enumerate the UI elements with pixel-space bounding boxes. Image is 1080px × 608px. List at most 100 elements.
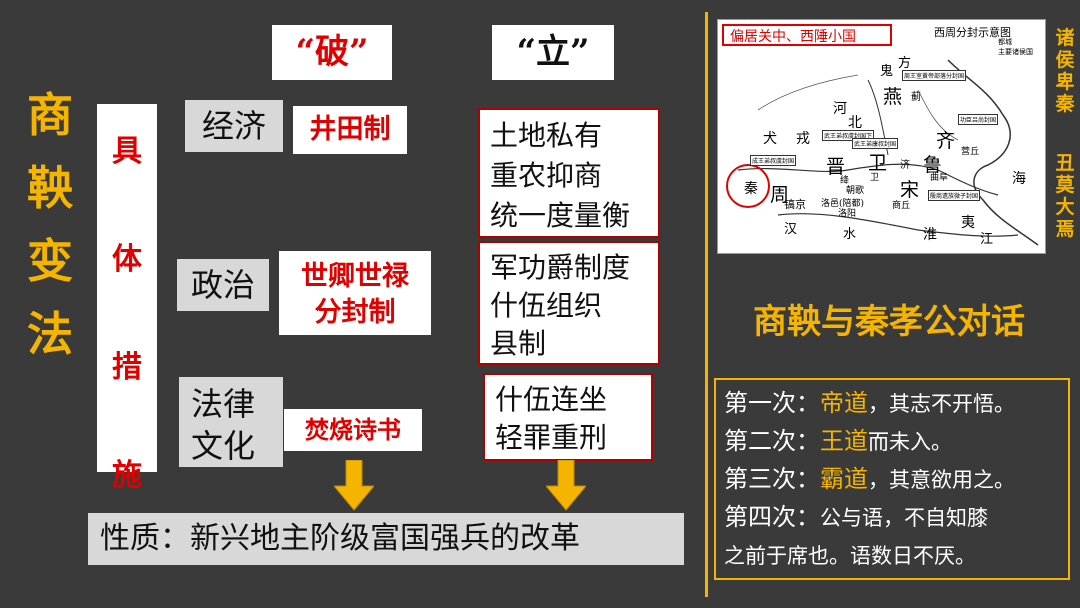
- map-note: 成王弟叔虞封国: [750, 155, 797, 166]
- map-label: 汉: [784, 222, 798, 237]
- dialogue-line: 第四次：公与语，不自知膝: [724, 498, 1068, 536]
- li-economy-line: 土地私有: [490, 119, 603, 152]
- map-label: 绛: [840, 176, 850, 186]
- dialogue-box: 第一次：帝道，其志不开悟。 第二次：王道而未入。 第三次：霸道，其意欲用之。 第…: [714, 378, 1070, 580]
- measure-char: 具: [112, 134, 142, 169]
- dialogue-prefix: 第一次：: [724, 389, 820, 417]
- dialogue-line: 第二次：王道而未入。: [724, 422, 1068, 460]
- side-vertical-1: 诸 侯 卑 秦: [1053, 27, 1077, 115]
- dialogue-line: 之前于席也。语数日不厌。: [724, 536, 1068, 574]
- li-politics-line: 军功爵制度: [490, 251, 631, 284]
- li-politics-box: 军功爵制度 什伍组织 县制: [478, 241, 660, 365]
- map-note: 武王弟叔虞封国下: [822, 130, 875, 141]
- specific-measures-box: 具 体 措 施: [97, 104, 157, 493]
- map-label: 蓟: [911, 92, 921, 103]
- title-char: 鞅: [27, 161, 73, 215]
- map-image: 偏居关中、西陲小国 西周分封示意图 都城 主要诸侯国 鬼 方 燕 蓟 河 北 戎…: [717, 19, 1046, 254]
- measure-char: 体: [112, 242, 142, 277]
- li-law-line: 轻罪重刑: [495, 421, 608, 454]
- map-label: 齐: [936, 130, 956, 152]
- map-note: 功臣吕尚封国: [958, 114, 999, 125]
- po-economy: 井田制: [293, 106, 407, 154]
- dialogue-title: 商鞅与秦孝公对话: [753, 302, 1025, 342]
- map-label: 商丘: [892, 201, 911, 211]
- map-label: 淮: [923, 227, 937, 243]
- map-note: 武王弟康叔封国: [852, 138, 899, 149]
- map-label: 晋: [826, 156, 846, 178]
- side-char: 莫: [1055, 174, 1075, 196]
- side-char: 秦: [1055, 93, 1075, 115]
- measure-char: 施: [112, 458, 142, 493]
- arrow-down-icon: [334, 460, 374, 511]
- li-economy-line: 重农抑商: [490, 159, 603, 192]
- map-caption: 偏居关中、西陲小国: [722, 24, 892, 46]
- po-law-culture: 焚烧诗书: [284, 409, 422, 451]
- map-title: 西周分封示意图: [934, 26, 1011, 39]
- map-label: 戎: [796, 131, 810, 147]
- dialogue-rest: 而未入。: [868, 430, 952, 454]
- dialogue-rest: ，其志不开悟。: [868, 392, 1015, 416]
- map-label: 鬼: [880, 64, 894, 79]
- header-po: “破”: [272, 25, 392, 80]
- category-economy: 经济: [185, 100, 283, 152]
- map-label: 夷: [961, 215, 975, 231]
- map-label: 曲阜: [930, 173, 949, 183]
- map-label: 海: [1012, 171, 1026, 187]
- legend-state: 主要诸侯国: [998, 48, 1033, 56]
- side-char: 大: [1055, 196, 1075, 218]
- map-label: 河: [833, 101, 847, 117]
- map-label: 鲁: [923, 154, 943, 176]
- map-label: 朝歌: [846, 186, 865, 196]
- arrow-down-icon: [546, 460, 586, 511]
- li-economy-box: 土地私有 重农抑商 统一度量衡: [478, 108, 660, 238]
- category-culture: 文化: [191, 427, 256, 465]
- map-note: 殷商遗族微子封国: [928, 190, 981, 201]
- side-vertical-2: 丑 莫 大 焉: [1053, 152, 1077, 240]
- map-label: 江: [980, 232, 994, 247]
- map-label: 燕: [883, 86, 903, 108]
- map-label: 镐京: [784, 198, 806, 211]
- po-politics: 世卿世禄 分封制: [279, 251, 431, 335]
- dialogue-rest: 公与语，不自知膝: [820, 506, 988, 530]
- measure-char: 措: [112, 350, 142, 385]
- li-law-box: 什伍连坐 轻罪重刑: [483, 373, 653, 461]
- map-label: 北: [848, 115, 862, 131]
- po-politics-line: 世卿世禄: [301, 261, 409, 292]
- map-label: 秦: [744, 181, 758, 197]
- map-note: 周王室黄帝部落分封国: [902, 70, 967, 81]
- li-economy-line: 统一度量衡: [490, 199, 631, 232]
- map-label: 洛邑(陪都): [821, 199, 865, 209]
- map-label: 宋: [900, 179, 920, 201]
- map-legend: 都城 主要诸侯国: [998, 37, 1033, 57]
- map-label: 济: [900, 160, 910, 171]
- category-law: 法律: [191, 385, 256, 423]
- li-politics-line: 县制: [490, 327, 547, 360]
- nature-statement: 性质：新兴地主阶级富国强兵的改革: [88, 513, 684, 565]
- divider: [705, 12, 708, 597]
- dialogue-rest: 之前于席也。语数日不厌。: [724, 544, 976, 568]
- side-char: 丑: [1055, 152, 1075, 174]
- map-label: 周: [770, 184, 790, 206]
- category-law-culture: 法律 文化: [179, 377, 283, 467]
- map-label: 犬: [763, 131, 777, 147]
- li-politics-line: 什伍组织: [490, 289, 603, 322]
- header-li: “立”: [492, 25, 614, 80]
- dialogue-prefix: 第三次：: [724, 465, 820, 493]
- side-char: 焉: [1055, 218, 1075, 240]
- side-char: 卑: [1055, 71, 1075, 93]
- dialogue-line: 第三次：霸道，其意欲用之。: [724, 460, 1068, 498]
- dialogue-prefix: 第二次：: [724, 427, 820, 455]
- po-politics-line: 分封制: [314, 297, 396, 328]
- map-label: 水: [843, 227, 857, 242]
- li-law-line: 什伍连坐: [495, 383, 608, 416]
- map-label: 营丘: [961, 147, 980, 157]
- dialogue-highlight: 王道: [820, 427, 868, 455]
- legend-capital: 都城: [998, 38, 1012, 46]
- main-title: 商 鞅 变 法: [18, 92, 82, 384]
- title-char: 商: [27, 88, 73, 142]
- dialogue-highlight: 霸道: [820, 465, 868, 493]
- map-label: 卫: [868, 152, 888, 174]
- map-label: 洛阳: [838, 209, 857, 219]
- map-label: 卫: [870, 173, 880, 183]
- map-label: 方: [898, 56, 912, 71]
